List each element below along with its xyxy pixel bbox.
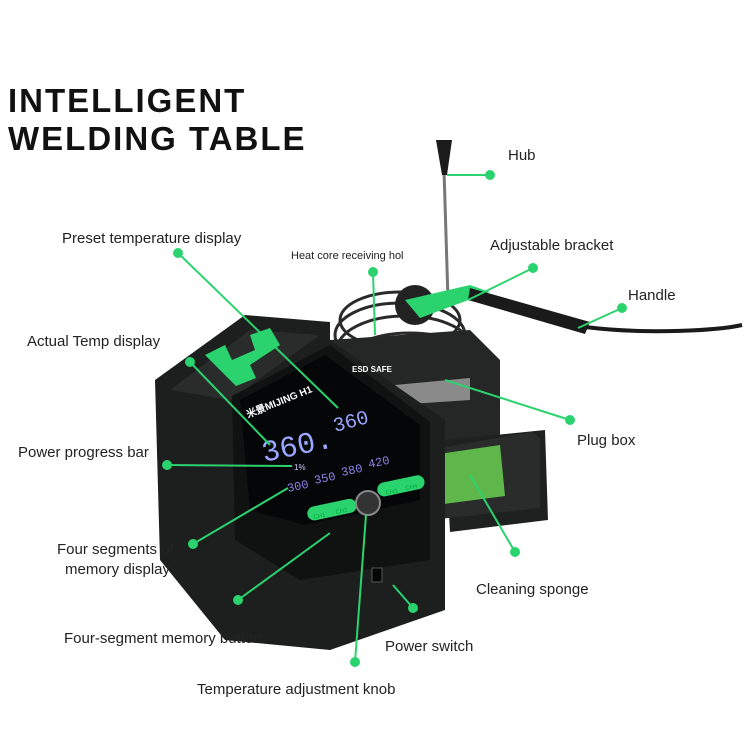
memory-buttons: CH1 CH2 CH3 CH4: [306, 474, 426, 522]
title-line-1: INTELLIGENT: [8, 82, 247, 119]
temperature-knob[interactable]: [355, 490, 381, 516]
hub-rod: [442, 169, 450, 301]
ch4-label: CH4: [405, 483, 419, 492]
label-knob: Temperature adjustment knob: [197, 681, 396, 698]
handle-grip: [405, 285, 490, 318]
label-power-switch: Power switch: [385, 638, 474, 655]
memory-value: 420: [367, 454, 391, 472]
ch2-label: CH2: [335, 507, 349, 516]
handle: [468, 288, 590, 334]
title-line-2: WELDING TABLE: [8, 120, 307, 157]
power-switch[interactable]: [371, 567, 383, 583]
h1-logo: [205, 328, 280, 386]
ch34-button[interactable]: [376, 474, 426, 498]
label-handle: Handle: [628, 287, 676, 304]
label-memory-display-2: memory display: [65, 561, 171, 578]
lcd-screen: [240, 355, 420, 525]
label-plug-box: Plug box: [577, 432, 636, 449]
esd-badge: ESD SAFE: [352, 365, 393, 374]
ch3-label: CH3: [385, 488, 399, 497]
label-heat-core: Heat core receiving hol: [291, 250, 404, 262]
label-actual-temp: Actual Temp display: [27, 333, 161, 350]
plug-box: [395, 378, 470, 405]
label-preset-temp: Preset temperature display: [62, 230, 242, 247]
label-memory-display-1: Four segments of: [57, 541, 174, 558]
label-bracket: Adjustable bracket: [490, 237, 614, 254]
memory-value: 350: [313, 470, 337, 488]
label-sponge: Cleaning sponge: [476, 581, 589, 598]
label-power-bar: Power progress bar: [18, 444, 149, 461]
memory-values: 300 350 380 420: [286, 454, 391, 496]
hub-clip: [436, 140, 452, 175]
ch12-button[interactable]: [306, 498, 358, 522]
handle-cable: [584, 323, 743, 334]
memory-value: 380: [340, 462, 364, 480]
memory-value: 300: [286, 478, 310, 496]
cleaning-sponge: [432, 445, 505, 505]
label-hub: Hub: [508, 147, 536, 164]
ch1-label: CH1: [313, 512, 327, 521]
label-memory-button: Four-segment memory button: [64, 630, 262, 647]
power-percent: 1%: [294, 463, 306, 472]
leader-lines: [162, 170, 627, 667]
